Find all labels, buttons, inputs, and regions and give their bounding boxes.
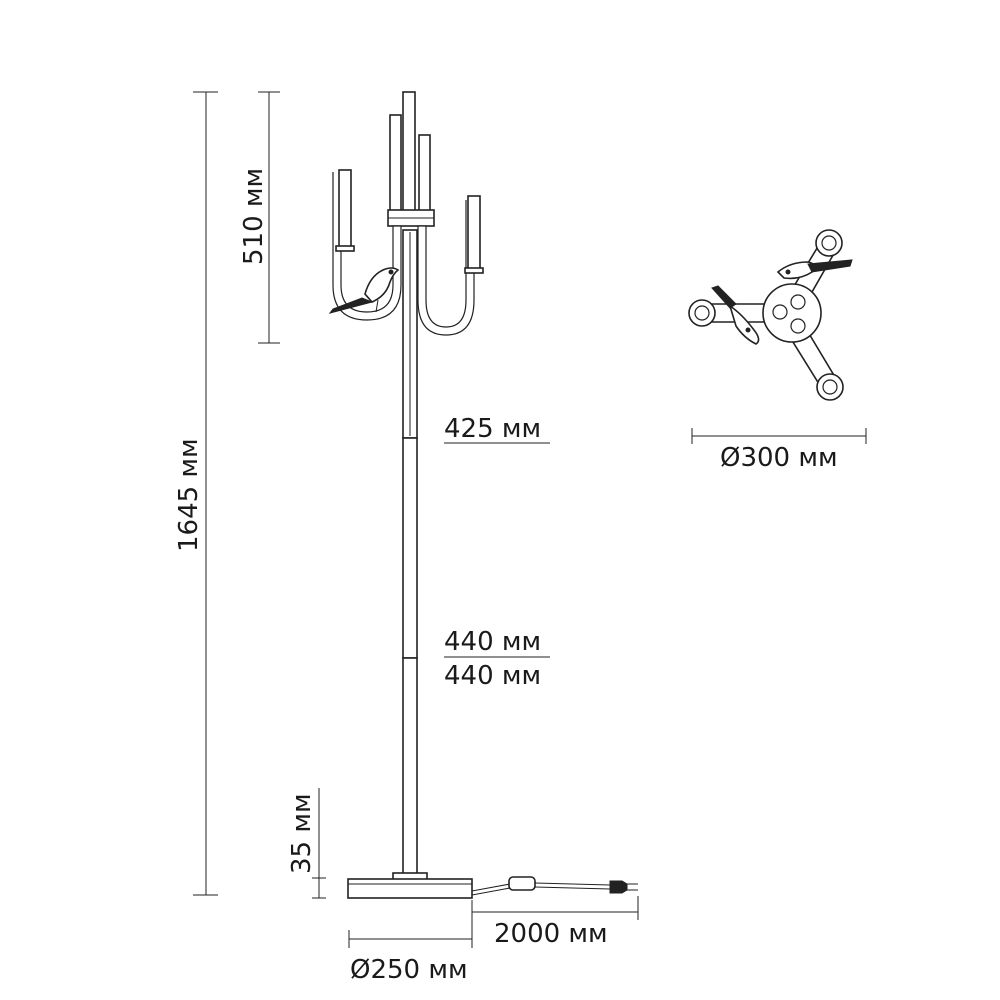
base-diameter-label: Ø250 мм — [350, 955, 468, 985]
dimension-top-diameter: Ø300 мм — [691, 428, 867, 473]
top-diameter-label: Ø300 мм — [720, 443, 838, 473]
lamp-pole — [392, 229, 428, 881]
lamp-base — [347, 878, 473, 899]
top-view — [688, 229, 853, 401]
upper-rod-label: 425 мм — [444, 414, 541, 444]
dimension-base-diameter: Ø250 мм — [348, 930, 473, 985]
lamp-head — [328, 91, 484, 336]
cord-length-label: 2000 мм — [494, 919, 608, 949]
total-height-label: 1645 мм — [174, 438, 204, 552]
dimension-total-height: 1645 мм — [174, 91, 218, 896]
middle-rod-top-label: 440 мм — [444, 627, 541, 657]
middle-rod-bottom-label: 440 мм — [444, 661, 541, 691]
cord-switch — [508, 876, 536, 891]
dimension-top-height: 510 мм — [239, 91, 280, 344]
top-height-label: 510 мм — [239, 168, 269, 265]
bird-ornament — [328, 267, 400, 314]
power-cord — [471, 876, 638, 896]
rod-dimensions: 425 мм 440 мм 440 мм — [444, 414, 550, 691]
dimension-cord-length: 2000 мм — [471, 896, 639, 949]
plug — [609, 880, 628, 894]
base-height-label: 35 мм — [287, 793, 317, 874]
dimension-base-height: 35 мм — [287, 788, 326, 899]
